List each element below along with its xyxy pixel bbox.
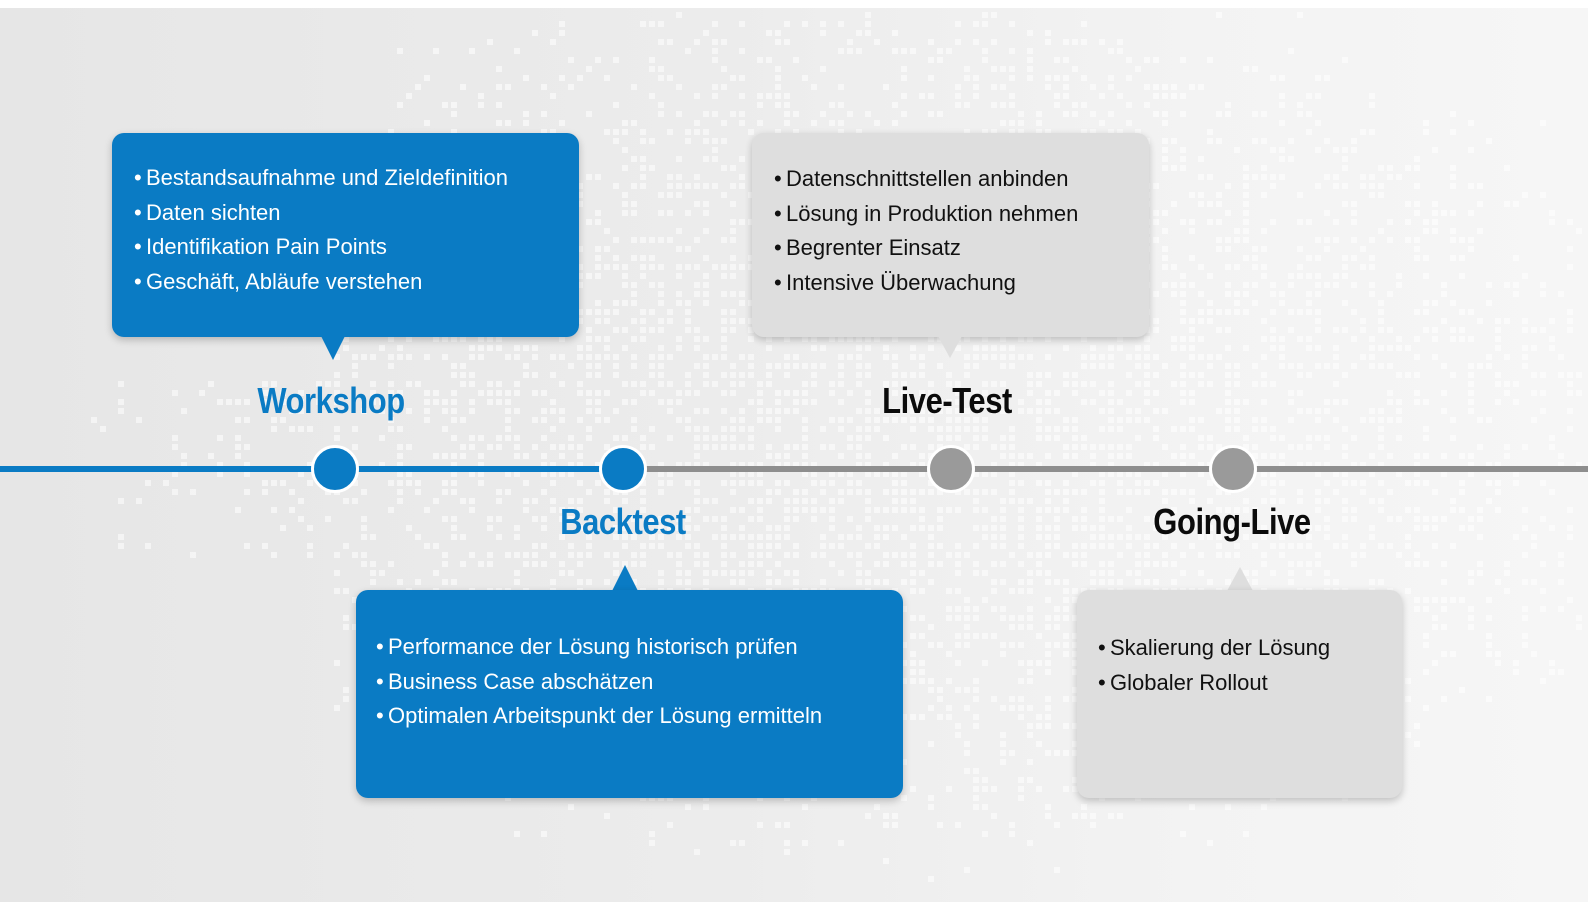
phase-box-going-live: •Skalierung der Lösung •Globaler Rollout (1077, 590, 1402, 798)
milestone-node-going-live (1209, 445, 1257, 493)
milestone-node-workshop (311, 445, 359, 493)
backtest-task-list: •Performance der Lösung historisch prüfe… (376, 630, 903, 734)
list-item: •Globaler Rollout (1098, 669, 1268, 695)
milestone-node-live-test (927, 445, 975, 493)
phase-box-backtest: •Performance der Lösung historisch prüfe… (356, 590, 903, 798)
live-test-box-pointer (938, 336, 962, 358)
phase-label-going-live: Going-Live (1153, 501, 1311, 542)
list-item: •Bestandsaufnahme und Zieldefinition (134, 165, 509, 190)
timeline-line-upcoming (625, 466, 1588, 472)
workshop-box-pointer (321, 336, 345, 360)
list-item: •Daten sichten (134, 199, 281, 225)
phase-box-workshop: •Bestandsaufnahme und Zieldefinition •Da… (112, 133, 579, 337)
list-item: •Performance der Lösung historisch prüfe… (376, 634, 798, 659)
phase-label-backtest: Backtest (560, 501, 686, 542)
live-test-task-list: •Datenschnittstellen anbinden •Lösung in… (774, 162, 1149, 300)
bottom-border (0, 902, 1588, 913)
milestone-node-backtest (599, 445, 647, 493)
going-live-box-pointer (1227, 567, 1253, 591)
list-item: •Optimalen Arbeitspunkt der Lösung ermit… (376, 703, 823, 728)
backtest-box-pointer (612, 565, 638, 591)
list-item: •Geschäft, Abläufe verstehen (134, 268, 423, 294)
top-border (0, 0, 1588, 8)
list-item: •Skalierung der Lösung (1098, 635, 1331, 660)
phase-label-workshop: Workshop (257, 380, 405, 421)
list-item: •Intensive Überwachung (774, 269, 1016, 295)
list-item: •Identifikation Pain Points (134, 234, 387, 259)
list-item: •Begrenter Einsatz (774, 235, 961, 260)
phase-label-live-test: Live-Test (882, 380, 1012, 421)
list-item: •Business Case abschätzen (376, 668, 654, 694)
phase-box-live-test: •Datenschnittstellen anbinden •Lösung in… (752, 133, 1149, 337)
workshop-task-list: •Bestandsaufnahme und Zieldefinition •Da… (134, 161, 579, 299)
list-item: •Datenschnittstellen anbinden (774, 166, 1069, 191)
going-live-task-list: •Skalierung der Lösung •Globaler Rollout (1098, 631, 1402, 700)
list-item: •Lösung in Produktion nehmen (774, 200, 1079, 226)
